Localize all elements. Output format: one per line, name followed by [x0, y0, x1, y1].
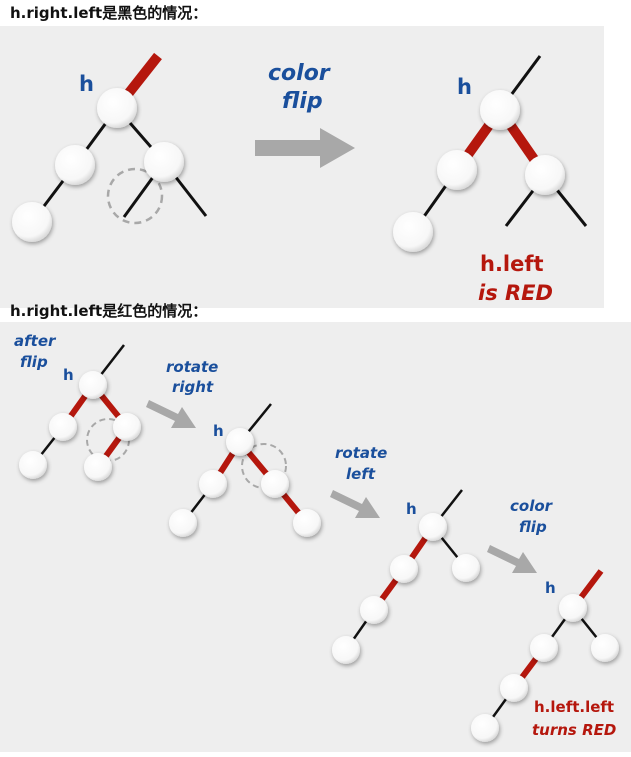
tree-node — [525, 155, 565, 195]
tree-node — [84, 453, 112, 481]
note-label-line2: is RED — [478, 281, 553, 305]
arrow-icon — [487, 545, 537, 573]
color-flip-label-line2: flip — [282, 89, 323, 114]
tree-node — [199, 470, 227, 498]
after-flip-label-line1: after — [14, 332, 57, 350]
tree-node — [226, 428, 254, 456]
node-h-label: h — [545, 579, 556, 597]
case2-stage3-tree: h — [332, 489, 480, 664]
tree-node — [393, 212, 433, 252]
node-h-label: h — [213, 422, 224, 440]
tree-node — [360, 596, 388, 624]
case1-before-tree: h — [12, 52, 208, 242]
tree-node — [79, 371, 107, 399]
rotate-left-arrow: rotate left — [330, 444, 387, 518]
right-arrow-icon — [255, 128, 355, 168]
note-label-line1: h.left.left — [534, 698, 614, 716]
node-h-label: h — [79, 72, 94, 96]
case1-heading: h.right.left是黑色的情况： — [10, 4, 208, 22]
tree-node — [530, 634, 558, 662]
tree-node — [452, 554, 480, 582]
tree-node — [19, 451, 47, 479]
case2-heading: h.right.left是红色的情况： — [10, 302, 208, 320]
case2-stage1-tree: after flip h — [14, 332, 141, 481]
arrow-icon — [146, 400, 196, 428]
rotate-right-arrow: rotate right — [146, 358, 218, 428]
note-label-line2: turns RED — [532, 721, 616, 739]
node-h-label: h — [406, 500, 417, 518]
tree-node — [437, 150, 477, 190]
case2-panel — [0, 322, 631, 752]
tree-node — [591, 634, 619, 662]
rotate-left-label-line1: rotate — [335, 444, 387, 462]
tree-node — [12, 202, 52, 242]
tree-node — [49, 413, 77, 441]
case1-after-tree: h h.left is RED — [393, 55, 588, 305]
rotate-left-label-line2: left — [346, 465, 376, 483]
highlight-circle — [106, 167, 164, 225]
color-flip-arrow: color flip — [487, 497, 554, 573]
tree-node — [332, 636, 360, 664]
arrow-icon — [330, 490, 380, 518]
after-flip-label-line2: flip — [20, 353, 48, 371]
case1-arrow: color flip — [255, 61, 355, 168]
case2-stage2-tree: h — [169, 403, 321, 537]
tree-node — [293, 509, 321, 537]
node-h-label: h — [63, 366, 74, 384]
case2-stage4-tree: h h.left.left turns RED — [471, 569, 619, 742]
tree-node — [55, 145, 95, 185]
tree-node — [559, 594, 587, 622]
tree-node — [419, 513, 447, 541]
tree-node — [471, 714, 499, 742]
tree-node — [144, 142, 184, 182]
tree-node — [169, 509, 197, 537]
tree-node — [97, 88, 137, 128]
color-flip-label-line2: flip — [519, 518, 547, 536]
case1-panel — [0, 26, 604, 308]
node-h-label: h — [457, 75, 472, 99]
tree-node — [261, 470, 289, 498]
rotate-right-label-line1: rotate — [166, 358, 218, 376]
rotate-right-label-line2: right — [172, 378, 214, 396]
color-flip-label-line1: color — [268, 61, 331, 86]
color-flip-label-line1: color — [510, 497, 554, 515]
tree-node — [480, 90, 520, 130]
tree-node — [390, 555, 418, 583]
tree-node — [500, 674, 528, 702]
tree-node — [113, 413, 141, 441]
note-label-line1: h.left — [480, 252, 544, 276]
